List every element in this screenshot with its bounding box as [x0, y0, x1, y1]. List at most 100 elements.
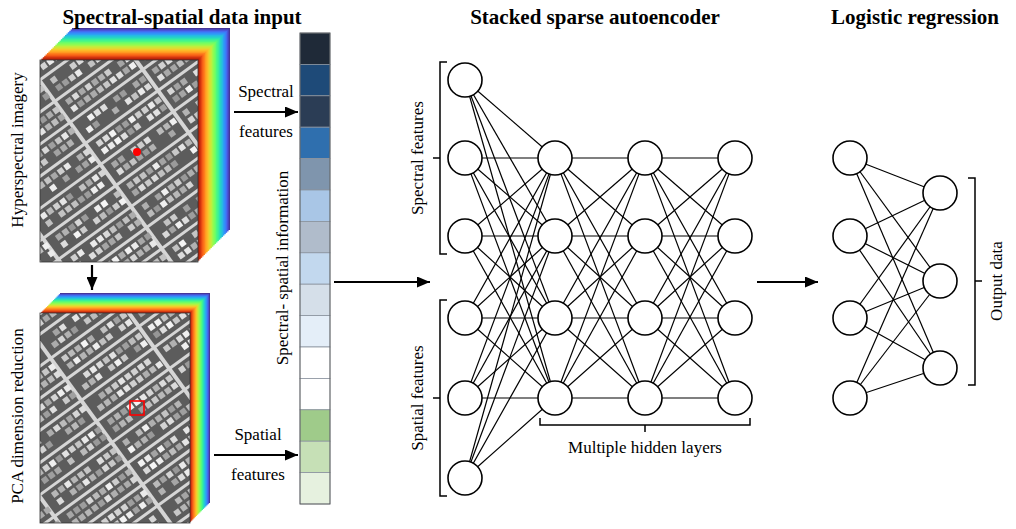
image-border — [40, 313, 190, 523]
house — [193, 164, 198, 172]
house — [65, 193, 73, 201]
house — [85, 125, 93, 133]
street — [40, 313, 165, 382]
house — [191, 230, 198, 238]
house — [120, 503, 128, 511]
house — [183, 60, 191, 63]
street — [44, 163, 198, 262]
house — [146, 113, 154, 121]
house — [83, 95, 91, 103]
house — [112, 424, 120, 432]
house — [92, 120, 100, 128]
house — [182, 330, 190, 338]
house — [96, 457, 104, 465]
house — [97, 403, 105, 411]
house — [133, 398, 141, 406]
house — [166, 321, 174, 329]
house — [71, 200, 79, 208]
house — [103, 80, 111, 88]
house — [44, 176, 52, 184]
neuron-link — [465, 158, 555, 236]
house — [105, 482, 113, 490]
house — [181, 342, 189, 350]
bracket — [433, 300, 447, 496]
house — [86, 496, 94, 504]
house — [40, 415, 45, 423]
neuron — [833, 301, 867, 335]
house — [78, 513, 86, 521]
neuron-link — [645, 318, 735, 398]
house — [123, 480, 131, 488]
house — [177, 251, 185, 259]
house — [149, 461, 157, 469]
house — [78, 87, 86, 95]
house — [181, 491, 189, 499]
house — [177, 473, 185, 481]
house — [116, 389, 124, 397]
house — [45, 219, 53, 227]
house — [153, 108, 161, 116]
house — [115, 125, 123, 133]
street — [40, 60, 198, 230]
house — [159, 475, 167, 483]
feature-cell — [300, 159, 330, 190]
house — [160, 314, 168, 322]
house — [109, 225, 117, 233]
feature-cell — [300, 127, 330, 158]
house — [91, 504, 99, 512]
neuron — [833, 141, 867, 175]
house — [122, 216, 130, 224]
image-border — [40, 60, 198, 262]
house — [157, 391, 165, 399]
street — [61, 60, 198, 262]
house — [92, 492, 100, 500]
feature-cell — [300, 316, 330, 347]
house — [40, 445, 47, 453]
house — [115, 346, 123, 354]
house — [130, 368, 138, 376]
house — [134, 111, 142, 119]
house — [152, 162, 160, 170]
bracket — [968, 178, 982, 385]
neuron — [833, 381, 867, 415]
house — [179, 186, 187, 194]
house — [118, 197, 126, 205]
feature-cell — [300, 410, 330, 441]
house — [77, 99, 85, 107]
house — [137, 363, 145, 371]
house — [119, 313, 127, 320]
house — [99, 433, 107, 441]
house — [134, 440, 142, 448]
autoencoder-network — [448, 63, 752, 495]
logistic-network — [833, 141, 957, 415]
house — [185, 85, 193, 93]
house — [79, 405, 87, 413]
pixel-marker — [133, 148, 141, 156]
neuron — [628, 219, 662, 253]
house — [118, 323, 126, 331]
house — [47, 375, 55, 383]
house — [68, 445, 76, 453]
feature-cell — [300, 33, 330, 64]
house — [61, 132, 69, 140]
house — [137, 459, 145, 467]
house — [98, 487, 106, 495]
house — [111, 106, 119, 114]
house — [152, 258, 160, 262]
house — [187, 169, 195, 177]
house — [79, 352, 87, 360]
house — [172, 466, 180, 474]
house — [40, 468, 44, 476]
neuron — [538, 381, 572, 415]
house — [143, 358, 151, 366]
house — [67, 457, 75, 465]
house — [172, 94, 180, 102]
house — [165, 153, 173, 161]
house — [139, 171, 147, 179]
house — [84, 191, 92, 199]
house — [173, 82, 181, 90]
house — [171, 478, 179, 486]
street — [40, 60, 198, 262]
neuron-link — [555, 158, 645, 236]
house — [46, 60, 54, 66]
